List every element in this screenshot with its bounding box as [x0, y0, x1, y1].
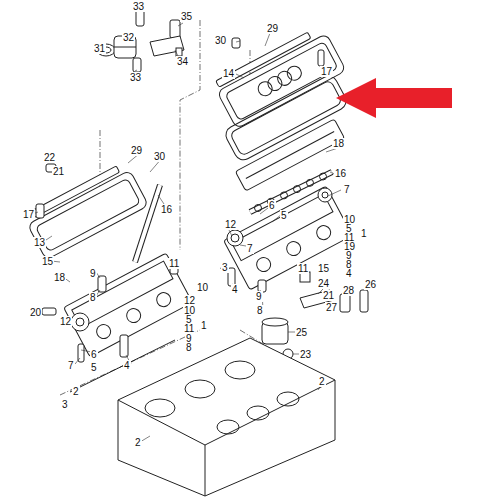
callout-number: 7: [246, 243, 254, 254]
callout-number: 8: [89, 292, 97, 303]
callout-number: 9: [255, 291, 263, 302]
callout-number: 12: [59, 316, 72, 327]
callout-number: 3: [61, 399, 69, 410]
callout-number: 7: [343, 184, 351, 195]
callout-number: 9: [89, 268, 97, 279]
callout-number: 14: [222, 68, 235, 79]
callout-number: 20: [29, 307, 42, 318]
callout-number: 32: [122, 32, 135, 43]
callout-number: 27: [325, 302, 338, 313]
callout-number: 30: [153, 151, 166, 162]
callout-number: 2: [134, 437, 142, 448]
callout-number: 29: [130, 145, 143, 156]
callout-number: 29: [266, 23, 279, 34]
callout-number: 1: [200, 320, 208, 331]
callout-number: 25: [295, 327, 308, 338]
callout-number: 2: [72, 386, 80, 397]
callout-number: 31: [93, 43, 106, 54]
callout-number: 17: [320, 66, 333, 77]
callout-number: 30: [214, 35, 227, 46]
callout-number: 33: [132, 1, 145, 12]
callout-number: 2: [318, 376, 326, 387]
callout-number: 28: [342, 285, 355, 296]
callout-number: 34: [176, 56, 189, 67]
callout-number: 4: [231, 284, 239, 295]
callout-number: 4: [345, 268, 353, 279]
callout-number: 21: [322, 290, 335, 301]
callout-number: 7: [67, 360, 75, 371]
callout-number: 33: [129, 72, 142, 83]
callout-number: 24: [317, 278, 330, 289]
callout-number: 18: [53, 272, 66, 283]
callout-number: 16: [334, 168, 347, 179]
callout-number: 8: [185, 342, 193, 353]
callout-number: 5: [90, 362, 98, 373]
callout-number: 21: [52, 166, 65, 177]
callout-number: 5: [280, 210, 288, 221]
callout-number: 12: [224, 219, 237, 230]
callout-number: 18: [332, 138, 345, 149]
callout-number: 22: [43, 152, 56, 163]
callout-number: 15: [41, 256, 54, 267]
callout-number: 17: [22, 209, 35, 220]
callout-number: 1: [360, 228, 368, 239]
callout-number: 15: [317, 263, 330, 274]
callout-number: 23: [299, 349, 312, 360]
callout-number: 3: [221, 262, 229, 273]
callout-number: 35: [180, 11, 193, 22]
callout-number: 13: [33, 237, 46, 248]
callout-number: 10: [196, 282, 209, 293]
callout-number: 16: [160, 204, 173, 215]
callout-number: 8: [256, 305, 264, 316]
callout-number: 6: [268, 200, 276, 211]
callout-number: 6: [90, 349, 98, 360]
pointer-arrow: [336, 78, 452, 118]
callout-number: 4: [123, 360, 131, 371]
callout-number: 11: [168, 258, 180, 269]
callout-number: 26: [364, 279, 377, 290]
callout-number: 11: [297, 263, 309, 274]
